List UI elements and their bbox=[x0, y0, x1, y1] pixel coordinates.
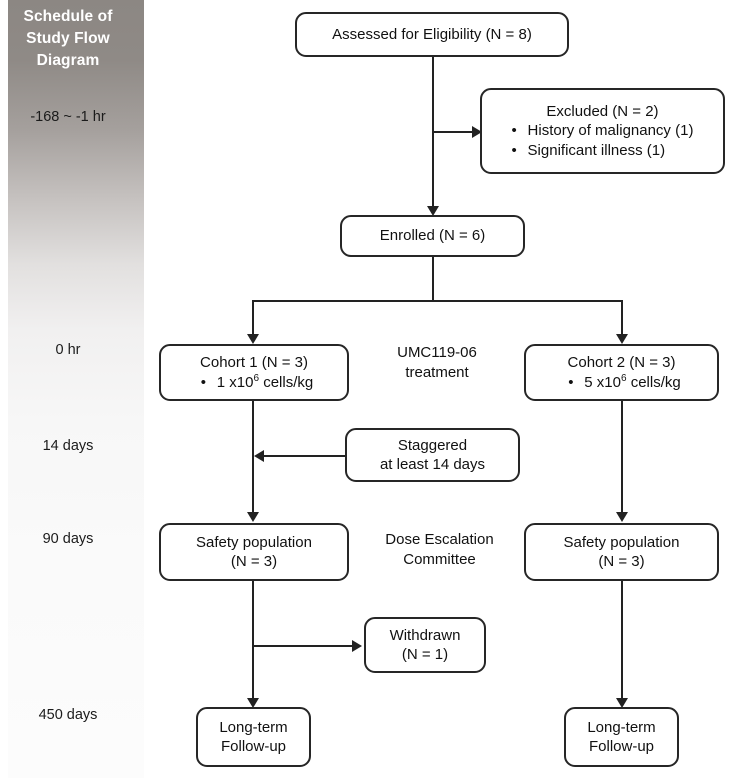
node-followup-left-line1: Long-term bbox=[219, 718, 288, 736]
node-safety-population-right[interactable]: Safety population (N = 3) bbox=[524, 523, 719, 581]
arrowhead-followup-left bbox=[247, 698, 259, 708]
label-committee-line1: Dose Escalation bbox=[385, 531, 494, 548]
arrowhead-safety-right bbox=[616, 512, 628, 522]
node-safety-left-line2: (N = 3) bbox=[230, 553, 278, 570]
node-enrolled-text: Enrolled (N = 6) bbox=[379, 227, 486, 245]
node-staggered-line1: Staggered bbox=[397, 436, 468, 454]
node-cohort-2-dose: 5 x106 cells/kg bbox=[562, 373, 680, 393]
node-cohort-1-dose-suffix: cells/kg bbox=[259, 373, 314, 391]
arrowhead-withdrawn bbox=[352, 640, 362, 652]
timepoint-label-90days: 90 days bbox=[42, 531, 94, 547]
connector-to-cohort1 bbox=[252, 300, 255, 336]
connector-safety-left-to-withdrawn bbox=[252, 645, 356, 648]
node-followup-right-line2: Follow-up bbox=[588, 738, 655, 755]
connector-enrolled-down bbox=[432, 257, 435, 302]
timepoint-label-0hr: 0 hr bbox=[55, 342, 81, 358]
connector-safety-right-to-followup bbox=[621, 581, 624, 702]
node-cohort-2-dose-exponent: 6 bbox=[620, 372, 627, 384]
node-cohort-2-title: Cohort 2 (N = 3) bbox=[567, 354, 676, 371]
node-staggered[interactable]: Staggered at least 14 days bbox=[345, 428, 520, 482]
node-safety-left-line1: Safety population bbox=[196, 533, 312, 551]
node-excluded-item-1: Significant illness (1) bbox=[512, 141, 666, 161]
node-excluded[interactable]: Excluded (N = 2) History of malignancy (… bbox=[480, 88, 725, 174]
node-safety-population-left[interactable]: Safety population (N = 3) bbox=[159, 523, 349, 581]
arrowhead-cohort2 bbox=[616, 334, 628, 344]
node-withdrawn-line2: (N = 1) bbox=[401, 646, 449, 663]
connector-cohort-split bbox=[252, 300, 623, 303]
sidebar-title: Schedule of Study Flow Diagram bbox=[23, 8, 113, 69]
label-treatment-line1: UMC119-06 bbox=[397, 344, 477, 361]
node-withdrawn[interactable]: Withdrawn (N = 1) bbox=[364, 617, 486, 673]
node-enrolled[interactable]: Enrolled (N = 6) bbox=[340, 215, 525, 257]
node-followup-right-line1: Long-term bbox=[587, 718, 656, 736]
node-excluded-item-0: History of malignancy (1) bbox=[512, 121, 694, 141]
node-followup-left-line2: Follow-up bbox=[220, 738, 287, 755]
connector-cohort1-to-safety bbox=[252, 401, 255, 516]
node-cohort-2-dose-prefix: 5 x10 bbox=[584, 373, 621, 391]
label-dose-escalation-committee: Dose Escalation Committee bbox=[362, 530, 517, 570]
arrowhead-staggered bbox=[254, 450, 264, 462]
node-safety-right-line1: Safety population bbox=[563, 533, 680, 551]
connector-cohort2-to-safety bbox=[621, 401, 624, 516]
label-treatment-line2: treatment bbox=[405, 363, 469, 381]
node-cohort-2[interactable]: Cohort 2 (N = 3) 5 x106 cells/kg bbox=[524, 344, 719, 401]
node-withdrawn-line1: Withdrawn bbox=[389, 626, 461, 644]
label-committee-line2: Committee bbox=[403, 550, 476, 568]
connector-assessed-to-enrolled bbox=[432, 56, 435, 212]
arrowhead-excluded bbox=[472, 126, 482, 138]
node-excluded-items: History of malignancy (1) Significant il… bbox=[512, 121, 694, 160]
node-staggered-line2: at least 14 days bbox=[379, 456, 486, 473]
connector-staggered-to-cohort1 bbox=[264, 455, 346, 458]
node-cohort-1[interactable]: Cohort 1 (N = 3) 1 x106 cells/kg bbox=[159, 344, 349, 401]
arrowhead-safety-left bbox=[247, 512, 259, 522]
timepoint-label-450days: 450 days bbox=[38, 707, 98, 723]
connector-safety-left-to-followup bbox=[252, 581, 255, 702]
connector-assessed-to-excluded bbox=[432, 131, 476, 134]
node-followup-left[interactable]: Long-term Follow-up bbox=[196, 707, 311, 767]
node-cohort-1-title: Cohort 1 (N = 3) bbox=[200, 354, 308, 371]
arrowhead-enrolled bbox=[427, 206, 439, 216]
connector-to-cohort2 bbox=[621, 300, 624, 336]
arrowhead-cohort1 bbox=[247, 334, 259, 344]
node-safety-right-line2: (N = 3) bbox=[598, 553, 645, 570]
node-cohort-1-dose-prefix: 1 x10 bbox=[216, 373, 254, 391]
arrowhead-followup-right bbox=[616, 698, 628, 708]
timeline-sidebar bbox=[8, 0, 144, 778]
node-assessed-text: Assessed for Eligibility (N = 8) bbox=[332, 25, 532, 43]
node-cohort-1-dose-exponent: 6 bbox=[253, 372, 260, 384]
node-excluded-title: Excluded (N = 2) bbox=[546, 102, 659, 120]
node-cohort-1-dose: 1 x106 cells/kg bbox=[195, 373, 313, 393]
node-cohort-2-dose-suffix: cells/kg bbox=[626, 373, 681, 391]
node-followup-right[interactable]: Long-term Follow-up bbox=[564, 707, 679, 767]
timepoint-label-14days: 14 days bbox=[42, 438, 94, 454]
timepoint-label-screening: -168 ~ -1 hr bbox=[30, 109, 106, 125]
node-assessed-for-eligibility[interactable]: Assessed for Eligibility (N = 8) bbox=[295, 12, 569, 57]
label-treatment: UMC119-06 treatment bbox=[362, 343, 512, 383]
